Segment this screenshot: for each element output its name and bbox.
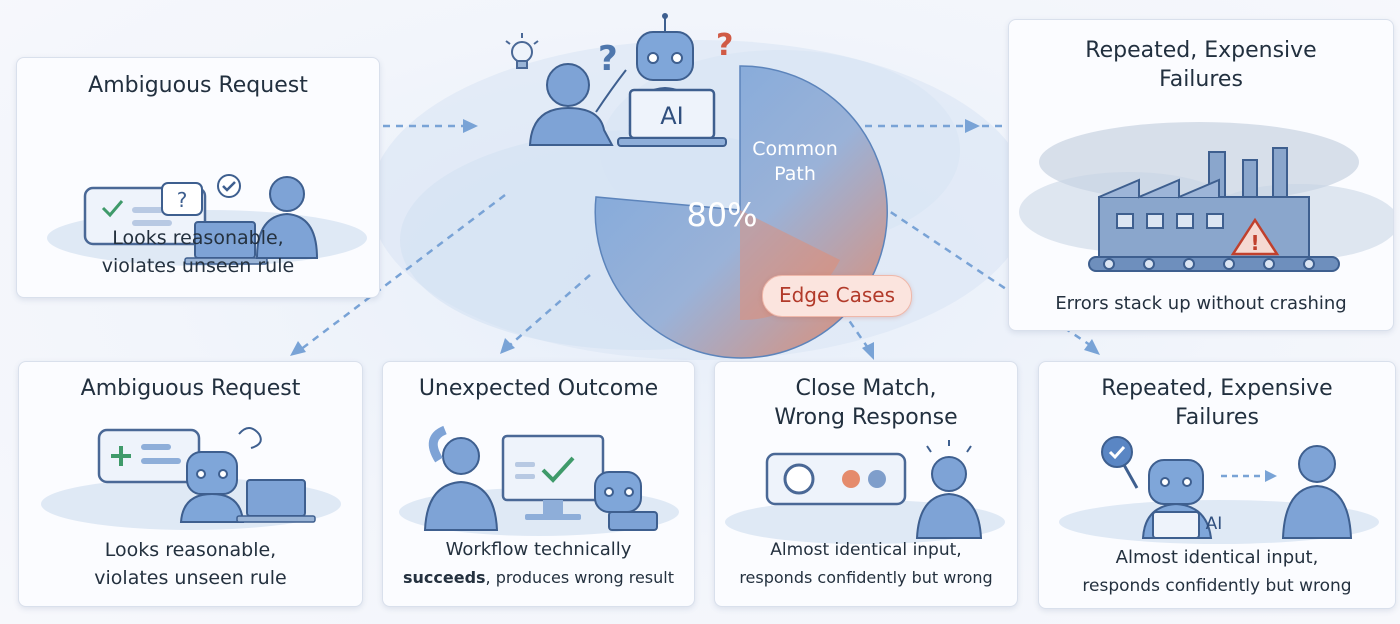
card-title: Repeated, Expensive Failures bbox=[1039, 374, 1395, 432]
card-title: Ambiguous Request bbox=[80, 376, 301, 401]
person-icon bbox=[528, 63, 627, 146]
card-title-line: Failures bbox=[1175, 405, 1259, 430]
checkmark-icon bbox=[1101, 436, 1139, 489]
card-body: Workflow technically succeeds, produces … bbox=[383, 536, 694, 592]
card-close-match: Close Match, Wrong Response Almost ident… bbox=[714, 361, 1018, 607]
card-title-line: Repeated, Expensive bbox=[1101, 376, 1333, 401]
common-path-label-line2: Path bbox=[774, 163, 816, 185]
chat-bubble-icon bbox=[97, 428, 201, 484]
card-title-line: Failures bbox=[1159, 67, 1243, 92]
checkmark-icon bbox=[217, 174, 241, 198]
card-body-line: Workflow technically bbox=[445, 539, 632, 560]
card-body: Looks reasonable, violates unseen rule bbox=[17, 224, 379, 280]
monitor-icon bbox=[501, 434, 605, 520]
scribble-icon bbox=[238, 427, 262, 449]
card-body: Looks reasonable, violates unseen rule bbox=[19, 536, 362, 592]
toggle-bubble-icon bbox=[765, 452, 907, 506]
card-title-line: Repeated, Expensive bbox=[1085, 38, 1317, 63]
edge-cases-badge: Edge Cases bbox=[762, 275, 912, 317]
robot-ai-label: AI bbox=[1205, 514, 1223, 534]
card-title-line: Close Match, bbox=[795, 376, 937, 401]
laptop-icon bbox=[236, 479, 316, 523]
card-body: Errors stack up without crashing bbox=[1009, 290, 1393, 318]
robot-icon bbox=[179, 451, 245, 523]
card-body: Almost identical input, responds confide… bbox=[1039, 544, 1395, 600]
robot-laptop-illustration bbox=[41, 427, 341, 530]
card-body-line: succeeds, produces wrong result bbox=[383, 564, 694, 592]
card-body-line: Almost identical input, bbox=[1115, 547, 1319, 568]
card-title-line: Wrong Response bbox=[774, 405, 958, 430]
card-body-line: Looks reasonable, bbox=[104, 539, 277, 561]
card-body: Almost identical input, responds confide… bbox=[715, 536, 1017, 592]
conveyor-icon bbox=[1088, 256, 1340, 272]
laptop-icon bbox=[184, 221, 268, 265]
card-body-line: violates unseen rule bbox=[101, 255, 295, 277]
svg-text:?: ? bbox=[177, 188, 188, 212]
card-title: Repeated, Expensive Failures bbox=[1009, 36, 1393, 94]
robot-icon bbox=[1141, 459, 1213, 539]
percentage-label: 80% bbox=[686, 196, 757, 234]
laptop-icon bbox=[617, 88, 727, 147]
card-body-line-rest: , produces wrong result bbox=[485, 568, 674, 587]
card-repeated-failures-bottom: Repeated, Expensive Failures AI Almost i… bbox=[1038, 361, 1396, 609]
card-body-line: Errors stack up without crashing bbox=[1055, 293, 1347, 314]
question-mark-icon: ? bbox=[598, 39, 618, 79]
card-title: Ambiguous Request bbox=[88, 73, 308, 98]
repeated-failures-illustration bbox=[1059, 436, 1379, 544]
person-icon bbox=[255, 176, 319, 259]
card-repeated-failures-top: Repeated, Expensive Failures bbox=[1008, 19, 1394, 331]
arrow-center-to-bottom1 bbox=[299, 194, 506, 351]
card-body-line: responds confidently but wrong bbox=[739, 568, 993, 587]
close-match-illustration bbox=[725, 440, 1005, 544]
person-icon bbox=[423, 425, 499, 531]
card-title: Unexpected Outcome bbox=[418, 376, 659, 401]
checkmark-icon bbox=[541, 456, 575, 483]
arrow-center-to-bottom3 bbox=[833, 299, 870, 349]
unexpected-outcome-illustration bbox=[399, 425, 679, 536]
card-body-line: Almost identical input, bbox=[770, 540, 962, 560]
card-body-line: Looks reasonable, bbox=[112, 227, 284, 249]
ambiguous-request-illustration: ? bbox=[47, 174, 367, 266]
question-bubble-icon: ? bbox=[161, 182, 203, 216]
card-unexpected-outcome: Unexpected Outcome Workflow technically … bbox=[382, 361, 695, 607]
card-ambiguous-request-bottom: Ambiguous Request Looks reasonable, viol… bbox=[18, 361, 363, 607]
robot-icon bbox=[594, 471, 658, 531]
svg-text:!: ! bbox=[1250, 231, 1259, 255]
card-body-line: violates unseen rule bbox=[94, 567, 287, 589]
card-body-line: responds confidently but wrong bbox=[1082, 576, 1352, 596]
lightbulb-icon bbox=[505, 33, 539, 69]
common-path-label-line1: Common bbox=[752, 138, 838, 160]
person-icon bbox=[915, 440, 983, 539]
laptop-ai-label: AI bbox=[660, 102, 684, 130]
emphasis-succeeds: succeeds bbox=[402, 568, 486, 587]
card-title: Close Match, Wrong Response bbox=[715, 374, 1017, 432]
factory-illustration: ! bbox=[1019, 122, 1393, 272]
warning-icon: ! bbox=[1230, 217, 1280, 256]
card-ambiguous-request-top: Ambiguous Request ? Looks reasonable, vi… bbox=[16, 57, 380, 298]
person-icon bbox=[1281, 445, 1353, 539]
arrow-center-to-bottom2 bbox=[509, 274, 591, 346]
question-mark-icon-red: ? bbox=[716, 28, 733, 63]
